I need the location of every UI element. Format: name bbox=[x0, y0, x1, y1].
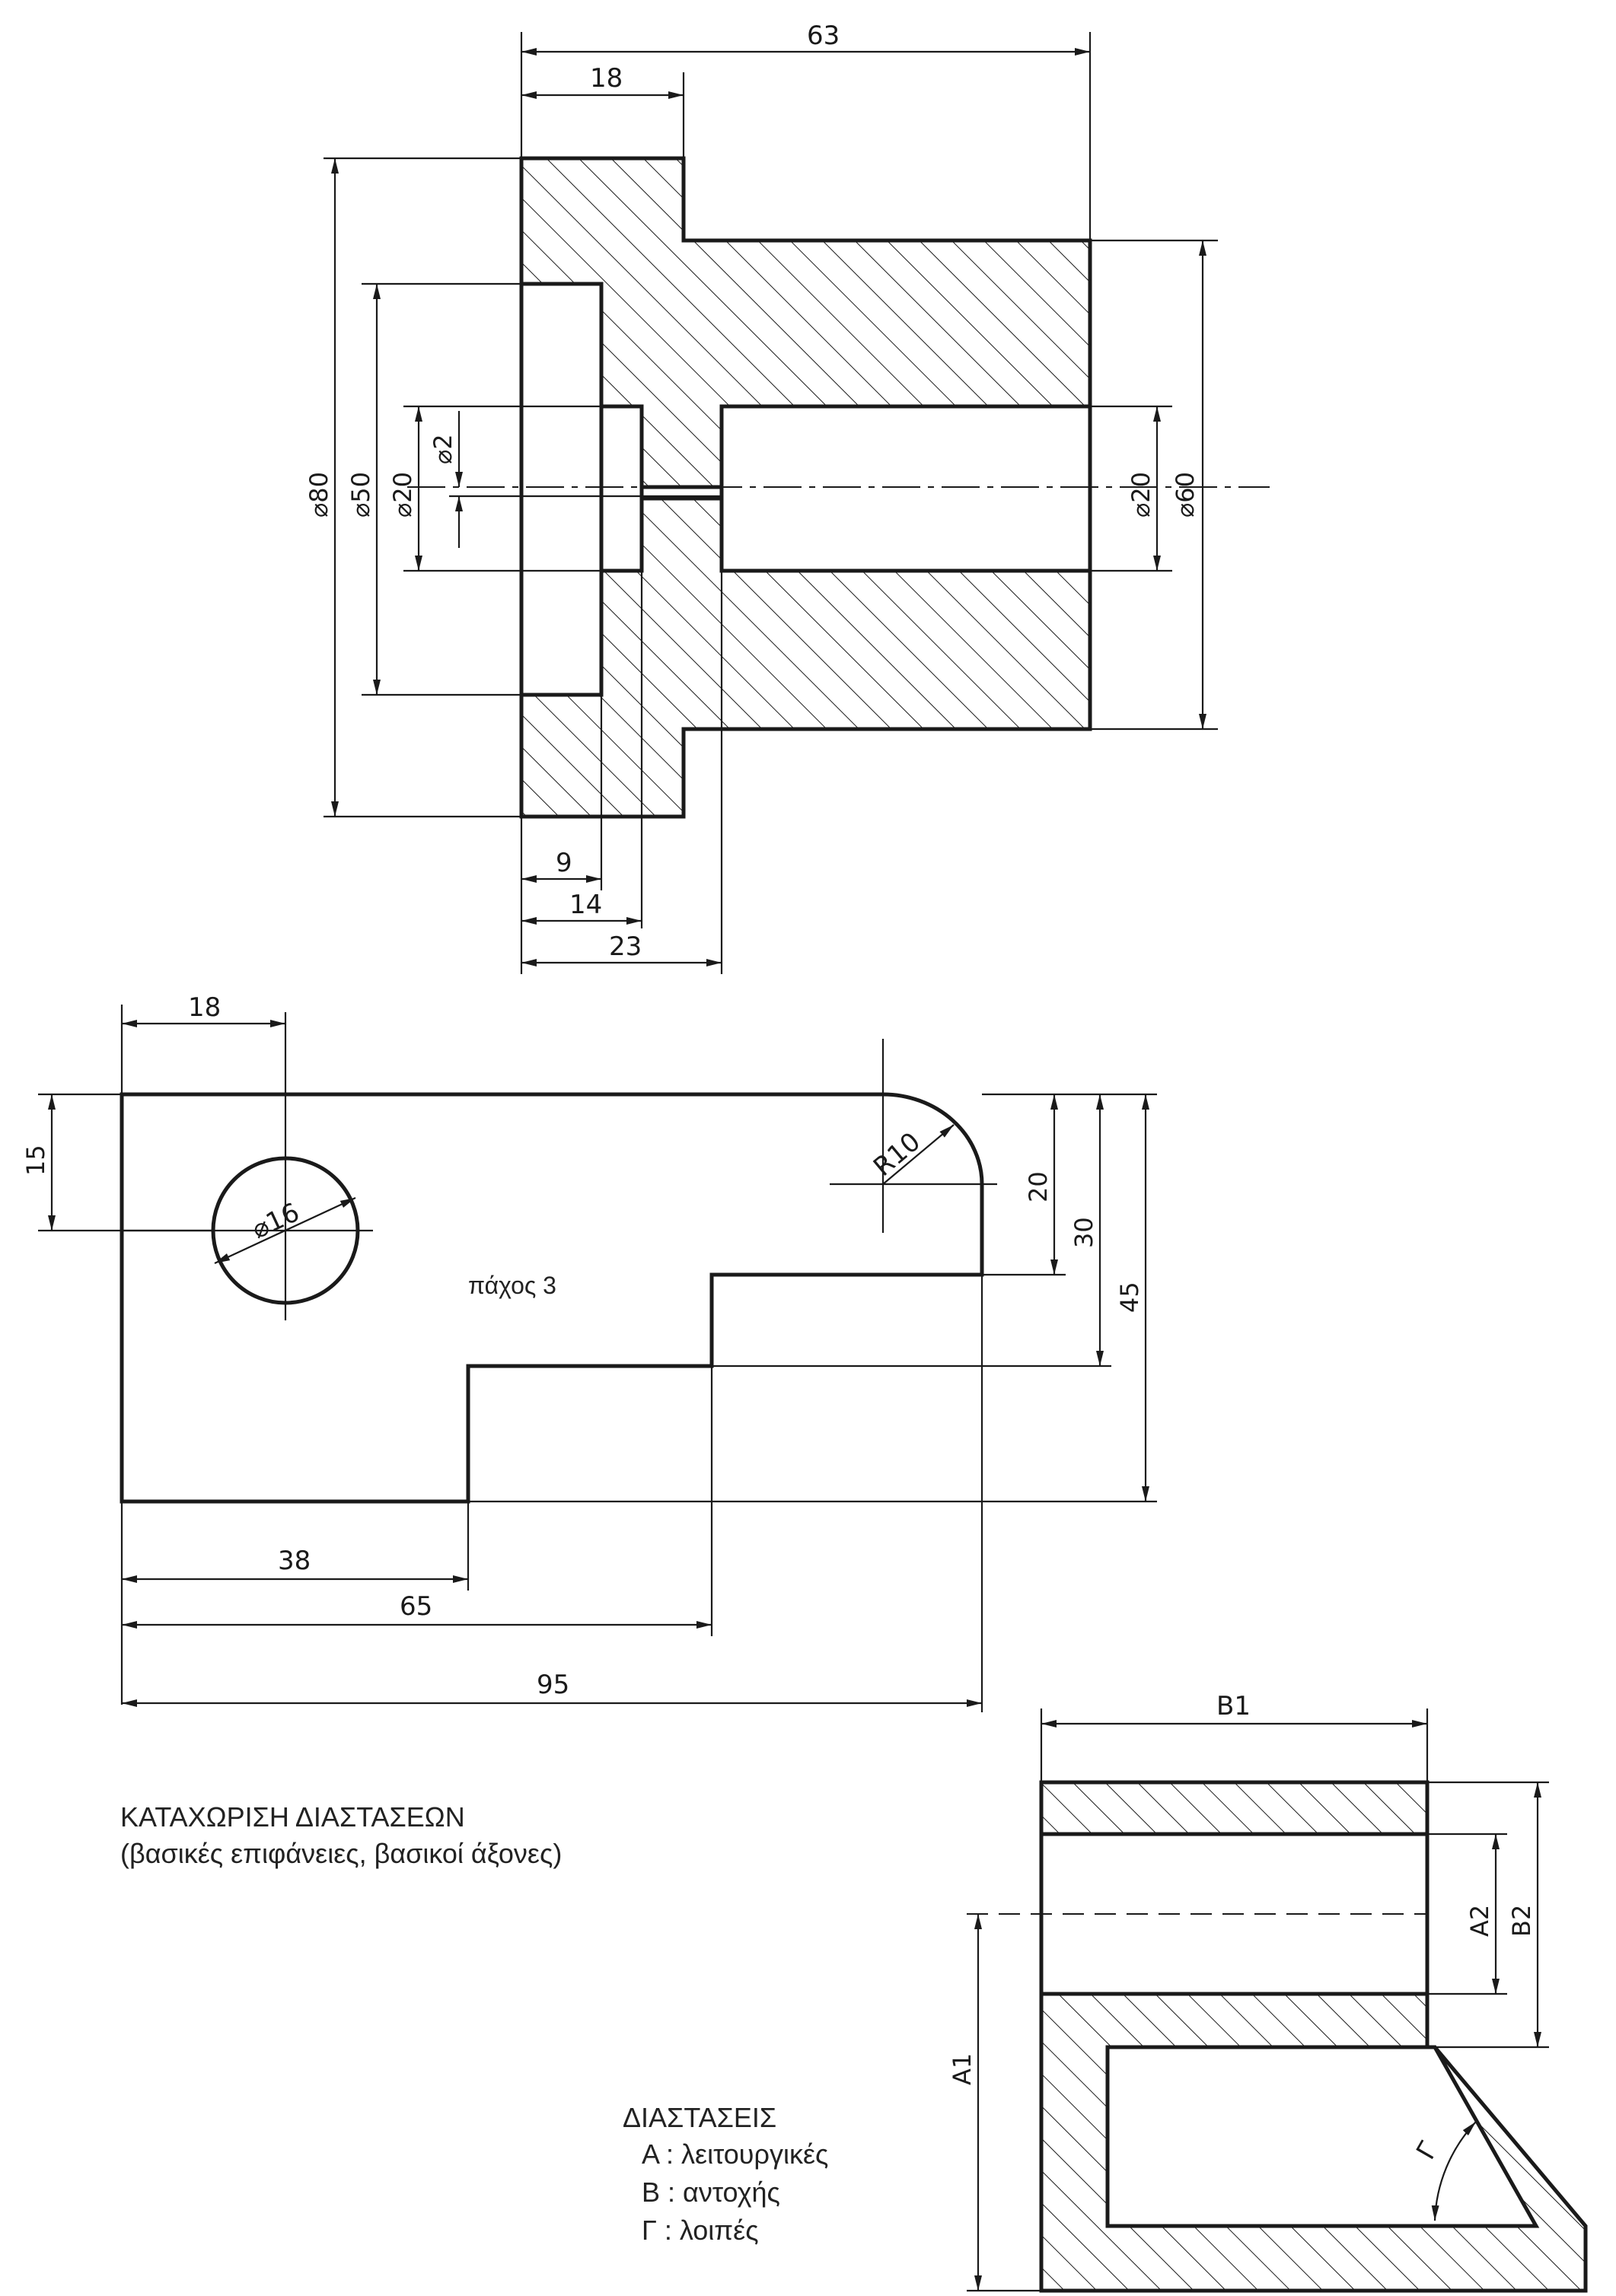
caption-subtitle: (βασικές επιφάνειες, βασικοί άξονες) bbox=[120, 1838, 562, 1869]
legend-item-b: Β : αντοχής bbox=[642, 2177, 780, 2208]
dim-phi2: ⌀2 bbox=[429, 434, 457, 464]
bracket-dimension-lines bbox=[974, 1720, 1541, 2291]
legend-item-a: Α : λειτουργικές bbox=[642, 2138, 828, 2170]
dim-b2: B2 bbox=[1507, 1905, 1536, 1937]
dim-20: 20 bbox=[1024, 1171, 1053, 1202]
dim-phi60: ⌀60 bbox=[1171, 472, 1200, 517]
dim-23: 23 bbox=[609, 931, 642, 962]
dim-phi80: ⌀80 bbox=[304, 472, 333, 517]
dim-15: 15 bbox=[21, 1145, 50, 1176]
dim-phi50: ⌀50 bbox=[346, 472, 375, 517]
dim-b1: B1 bbox=[1216, 1691, 1251, 1721]
dim-18-plate: 18 bbox=[188, 992, 221, 1023]
dim-hole: ⌀16 bbox=[247, 1197, 304, 1245]
plate-dimension-lines bbox=[48, 1020, 1149, 1707]
legend-item-c: Γ : λοιπές bbox=[642, 2215, 759, 2246]
dim-phi20-left: ⌀20 bbox=[388, 472, 417, 517]
plate-outline bbox=[120, 1092, 984, 1504]
bracket-lower-body bbox=[1039, 1992, 1588, 2293]
dim-14: 14 bbox=[569, 890, 602, 920]
dim-30: 30 bbox=[1069, 1217, 1098, 1248]
dim-38: 38 bbox=[278, 1546, 311, 1576]
bracket-top-band bbox=[1039, 1780, 1430, 1836]
extension-lines bbox=[324, 32, 1218, 974]
dim-phi20-right: ⌀20 bbox=[1127, 472, 1155, 517]
plate-extension-lines bbox=[38, 1005, 1157, 1712]
dim-9: 9 bbox=[556, 848, 572, 878]
dim-a2: A2 bbox=[1465, 1905, 1494, 1937]
dim-63: 63 bbox=[807, 21, 840, 51]
plate-thickness-note: πάχος 3 bbox=[468, 1272, 556, 1299]
turned-part-section-view: 63 18 9 14 23 ⌀80 ⌀50 ⌀20 ⌀2 ⌀20 ⌀60 bbox=[304, 21, 1270, 974]
dim-radius: R10 bbox=[868, 1126, 926, 1183]
bracket-section-view: B1 A2 B2 A1 Γ bbox=[948, 1691, 1588, 2293]
caption-title: ΚΑΤΑΧΩΡΙΣΗ ΔΙΑΣΤΑΣΕΩΝ bbox=[120, 1801, 465, 1833]
dim-95: 95 bbox=[537, 1670, 569, 1700]
dim-gamma: Γ bbox=[1410, 2137, 1444, 2164]
dim-45: 45 bbox=[1115, 1282, 1144, 1313]
dim-a1: A1 bbox=[948, 2053, 977, 2085]
stepped-plate-view: 18 15 ⌀16 R10 20 30 45 38 65 95 πάχος 3 bbox=[21, 992, 1157, 1712]
dimension-lines bbox=[331, 48, 1206, 966]
dim-18: 18 bbox=[590, 63, 623, 94]
caption-block: ΚΑΤΑΧΩΡΙΣΗ ΔΙΑΣΤΑΣΕΩΝ (βασικές επιφάνειε… bbox=[120, 1801, 562, 1869]
legend-heading: ΔΙΑΣΤΑΣΕΙΣ bbox=[623, 2102, 776, 2133]
dimension-legend: ΔΙΑΣΤΑΣΕΙΣ Α : λειτουργικές Β : αντοχής … bbox=[623, 2102, 828, 2246]
dim-65: 65 bbox=[400, 1591, 432, 1622]
